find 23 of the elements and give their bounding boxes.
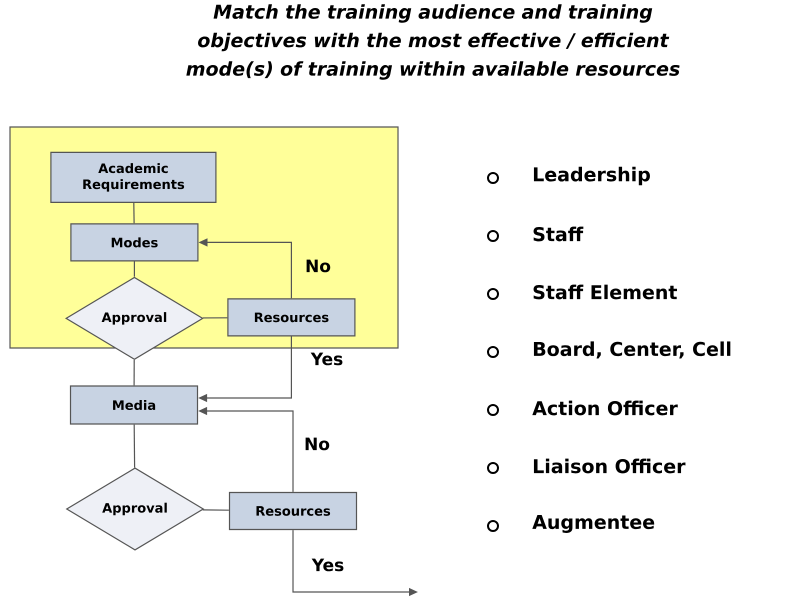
list-item: Board, Center, Cell: [534, 341, 730, 359]
process-box: Media: [70, 385, 198, 425]
edge-label: No: [306, 260, 330, 272]
connector: [133, 202, 135, 224]
connector: [134, 262, 135, 277]
process-box: Modes: [70, 223, 198, 262]
edge-label: No: [306, 438, 330, 450]
edge-label: Yes: [310, 352, 342, 366]
process-box: Academic Requirements: [50, 152, 216, 203]
edge-label: Yes: [312, 558, 344, 572]
connector: [134, 424, 136, 468]
process-box: Resources: [227, 298, 356, 336]
list-item: Action Officer: [532, 400, 678, 416]
connector: [202, 509, 229, 511]
list-item: Liaison Officer: [534, 458, 686, 474]
process-box: Resources: [228, 492, 358, 530]
list-item: Staff Element: [534, 284, 677, 300]
connector: [134, 360, 135, 386]
title: Match the training audience and training objectives with the most effective / efficient mode(s) of training within available resources: [186, 4, 680, 80]
connector: [202, 317, 228, 319]
list-item: Staff: [534, 226, 584, 242]
list-item: Augmentee: [532, 515, 654, 533]
list-item: Leadership: [534, 166, 650, 186]
